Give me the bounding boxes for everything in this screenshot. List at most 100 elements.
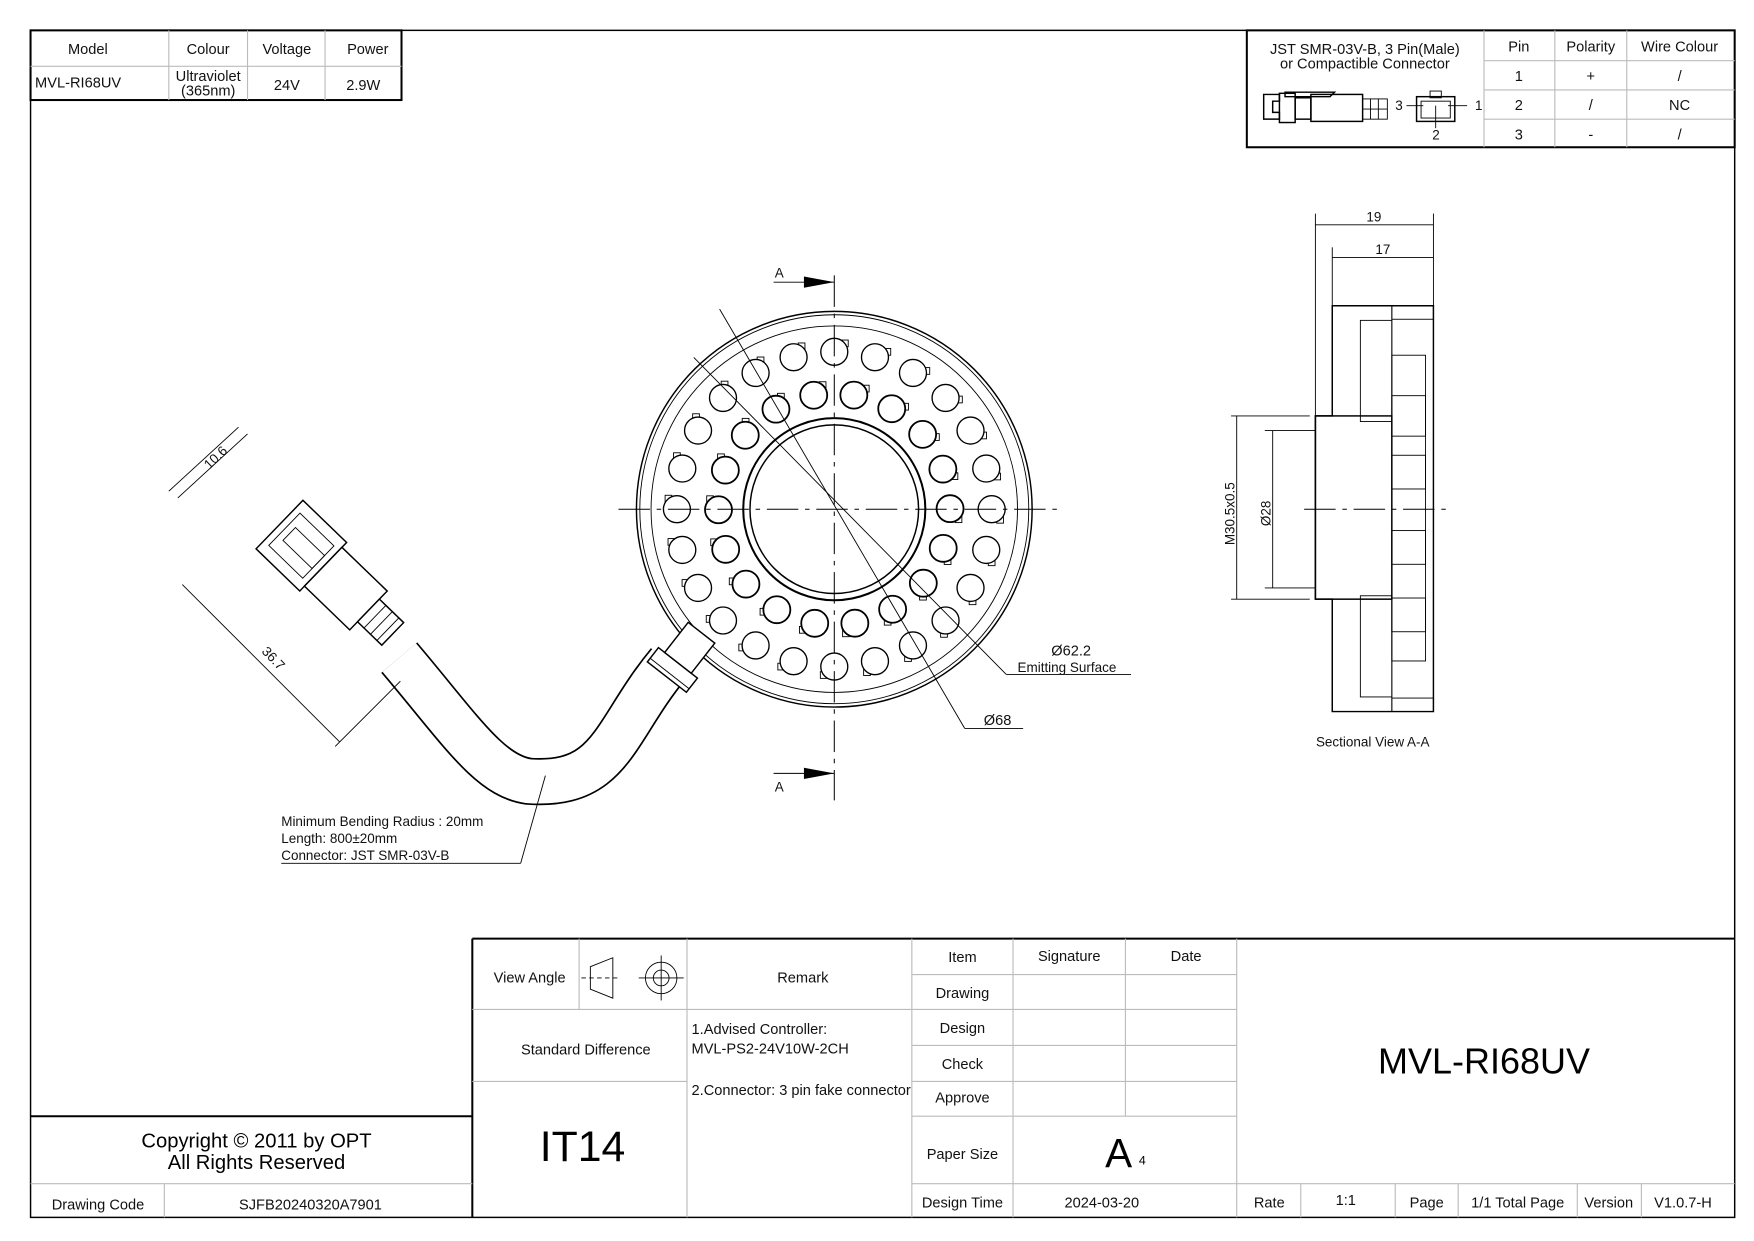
- header-model: Model: [68, 42, 108, 58]
- led: [710, 453, 740, 485]
- dim-length-label: 36.7: [259, 644, 288, 673]
- note-length: Length: 800±20mm: [281, 831, 397, 846]
- table-row: 2 / NC: [1515, 98, 1690, 114]
- section-label: A: [775, 266, 784, 281]
- pin-cell: 2: [1515, 98, 1523, 114]
- led: [931, 383, 963, 413]
- cable-assembly: 10.6 36.7 Minimum Bending Radius : 20mm …: [168, 426, 716, 864]
- signature-header: Signature: [1038, 949, 1101, 965]
- polarity-cell: -: [1588, 127, 1593, 143]
- approve-row-label: Approve: [935, 1091, 989, 1107]
- led: [972, 454, 1001, 483]
- led: [759, 595, 792, 625]
- wire-cell: /: [1678, 127, 1683, 143]
- check-row-label: Check: [942, 1057, 984, 1073]
- drawing-title-model: MVL-RI68UV: [1378, 1041, 1590, 1082]
- wire-cell: /: [1678, 69, 1683, 85]
- led: [730, 417, 760, 450]
- led: [667, 535, 697, 565]
- ring-light-front-view: A A Ø62.2 Emitting Surface Ø68: [618, 266, 1132, 801]
- design-row-label: Design: [940, 1021, 985, 1037]
- dim-17-label: 17: [1375, 242, 1390, 257]
- led: [799, 380, 829, 410]
- header-voltage: Voltage: [262, 42, 311, 58]
- led: [840, 608, 870, 638]
- connector-side-sketch: [1262, 91, 1388, 124]
- pin-label-3: 3: [1395, 98, 1403, 113]
- led: [928, 533, 958, 565]
- dim-thread-label: M30.5x0.5: [1222, 482, 1237, 545]
- dia-emitting-label: Ø62.2: [1051, 643, 1091, 659]
- led: [798, 608, 830, 638]
- led: [860, 647, 890, 676]
- led: [708, 380, 738, 413]
- dim-bore-label: Ø28: [1258, 501, 1273, 526]
- led: [681, 573, 713, 603]
- dim-19-label: 19: [1366, 209, 1381, 224]
- remark-label: Remark: [777, 970, 829, 986]
- design-time-label: Design Time: [922, 1195, 1003, 1211]
- cable-strain-relief: [646, 621, 716, 694]
- sectional-view-caption: Sectional View A-A: [1316, 734, 1430, 749]
- dia-68-leader: [719, 308, 966, 729]
- pin-label-1: 1: [1475, 98, 1483, 113]
- led: [956, 416, 987, 445]
- paper-size-value: A: [1105, 1130, 1132, 1176]
- pin-cell: 3: [1515, 127, 1523, 143]
- section-arrow-bottom: A: [773, 767, 835, 794]
- connector-table: JST SMR-03V-B, 3 Pin(Male) or Compactibl…: [1245, 29, 1736, 149]
- header-colour: Colour: [187, 42, 230, 58]
- wire-cell: NC: [1669, 98, 1690, 114]
- view-angle-label: View Angle: [494, 970, 566, 986]
- drawing-code-value: SJFB20240320A7901: [239, 1198, 382, 1214]
- led-array: [662, 337, 1006, 681]
- led: [931, 606, 960, 638]
- colour-value-1: Ultraviolet: [176, 69, 241, 85]
- polarity-cell: +: [1587, 69, 1596, 85]
- paper-size-label: Paper Size: [927, 1147, 998, 1163]
- led: [877, 394, 909, 424]
- led: [928, 454, 959, 484]
- remark-2: 2.Connector: 3 pin fake connector: [692, 1083, 911, 1099]
- copyright-line-1: Copyright © 2011 by OPT: [141, 1131, 371, 1153]
- led: [860, 343, 892, 372]
- led: [908, 568, 938, 601]
- dia-62-leader: [693, 357, 1007, 675]
- design-time-value: 2024-03-20: [1064, 1195, 1139, 1211]
- pin-label-2: 2: [1432, 127, 1440, 142]
- led: [898, 358, 931, 388]
- led: [839, 380, 870, 410]
- spec-table: Model Colour Voltage Power MVL-RI68UV Ul…: [29, 29, 403, 102]
- led: [898, 631, 928, 662]
- page-label: Page: [1410, 1195, 1444, 1211]
- power-value: 2.9W: [346, 78, 380, 94]
- connector-front-sketch: 1 2 3: [1395, 90, 1483, 142]
- standard-difference-label: Standard Difference: [521, 1042, 651, 1058]
- model-value: MVL-RI68UV: [35, 76, 121, 92]
- projection-symbol-icon: [581, 955, 684, 1001]
- rate-value: 1:1: [1336, 1193, 1356, 1209]
- section-label: A: [775, 779, 784, 794]
- led: [779, 342, 808, 372]
- paper-size-subscript: 4: [1139, 1154, 1146, 1168]
- page-value: 1/1 Total Page: [1471, 1195, 1564, 1211]
- polarity-cell: /: [1589, 98, 1594, 114]
- led: [972, 535, 1001, 567]
- header-pin: Pin: [1508, 40, 1529, 56]
- item-header: Item: [948, 950, 976, 966]
- section-arrow-top: A: [773, 266, 835, 288]
- dim-36-7: [181, 584, 341, 743]
- jst-connector: [255, 499, 405, 647]
- copyright-line-2: All Rights Reserved: [168, 1152, 346, 1174]
- tolerance-value: IT14: [540, 1123, 625, 1171]
- header-wire-colour: Wire Colour: [1641, 40, 1718, 56]
- led: [956, 573, 985, 606]
- voltage-value: 24V: [274, 78, 300, 94]
- title-block: View Angle Remark Standard Difference IT…: [30, 937, 1735, 1218]
- led: [741, 356, 770, 388]
- connector-title-2: or Compactible Connector: [1280, 57, 1450, 73]
- note-connector: Connector: JST SMR-03V-B: [281, 848, 449, 863]
- drawing-code-label: Drawing Code: [52, 1198, 145, 1214]
- header-power: Power: [347, 42, 389, 58]
